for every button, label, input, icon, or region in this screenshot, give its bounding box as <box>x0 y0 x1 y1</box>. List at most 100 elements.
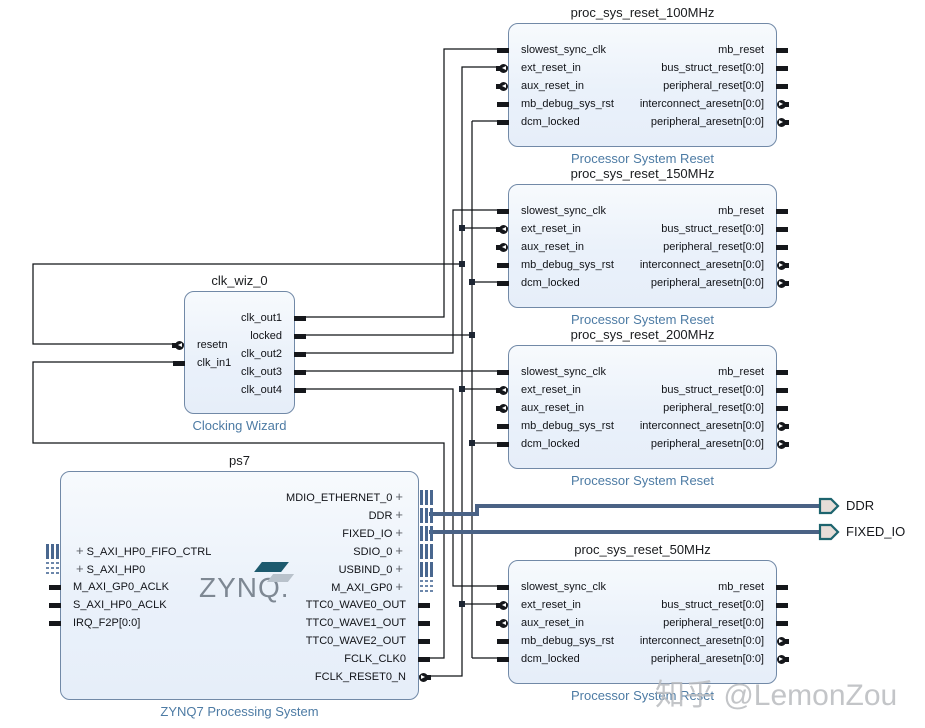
port-slowest-sync-clk[interactable]: slowest_sync_clk <box>497 363 776 381</box>
pin-stub-icon[interactable] <box>497 638 509 644</box>
port-clk-in1[interactable]: clk_in1 <box>173 354 294 372</box>
port-interconnect-aresetn-0-0[interactable]: interconnect_aresetn[0:0] <box>509 417 789 435</box>
external-port-fixed-io-label[interactable]: FIXED_IO <box>846 524 906 539</box>
port-interconnect-aresetn-0-0[interactable]: interconnect_aresetn[0:0] <box>509 95 789 113</box>
port-mb-reset[interactable]: mb_reset <box>509 363 788 381</box>
pin-stub-icon[interactable] <box>776 584 788 590</box>
port-interconnect-aresetn-0-0[interactable]: interconnect_aresetn[0:0] <box>509 256 789 274</box>
port-ext-reset-in[interactable]: ext_reset_in <box>496 59 776 77</box>
pin-stub-icon[interactable] <box>497 208 509 214</box>
pin-stub-icon[interactable] <box>497 441 509 447</box>
port-m-axi-gp0[interactable]: M_AXI_GP0+ <box>61 578 433 596</box>
pin-stub-icon[interactable] <box>776 620 788 626</box>
pin-stub-icon[interactable] <box>173 360 185 366</box>
port-resetn[interactable]: resetn <box>172 336 294 354</box>
pin-bubble-icon[interactable] <box>496 81 508 91</box>
port-clk-out2[interactable]: clk_out2 <box>185 345 306 363</box>
port-interconnect-aresetn-0-0[interactable]: interconnect_aresetn[0:0] <box>509 632 789 650</box>
pin-stub-icon[interactable] <box>776 47 788 53</box>
interface-pin-icon[interactable] <box>420 525 433 541</box>
port-mb-debug-sys-rst[interactable]: mb_debug_sys_rst <box>497 417 776 435</box>
port-aux-reset-in[interactable]: aux_reset_in <box>496 399 776 417</box>
port-aux-reset-in[interactable]: aux_reset_in <box>496 238 776 256</box>
pin-bubble-icon[interactable] <box>496 385 508 395</box>
expand-plus-icon[interactable]: + <box>76 543 84 558</box>
port-bus-struct-reset-0-0[interactable]: bus_struct_reset[0:0] <box>509 220 788 238</box>
pin-stub-icon[interactable] <box>776 602 788 608</box>
port-slowest-sync-clk[interactable]: slowest_sync_clk <box>497 578 776 596</box>
interface-pin-dashed-icon[interactable] <box>46 561 59 577</box>
pin-stub-icon[interactable] <box>418 620 430 626</box>
pin-stub-icon[interactable] <box>418 656 430 662</box>
port-irq-f2p-0-0[interactable]: IRQ_F2P[0:0] <box>49 614 418 632</box>
port-slowest-sync-clk[interactable]: slowest_sync_clk <box>497 41 776 59</box>
pin-bubble-icon[interactable] <box>496 224 508 234</box>
port-ddr[interactable]: DDR+ <box>61 506 433 524</box>
port-ttc0-wave0-out[interactable]: TTC0_WAVE0_OUT <box>61 596 430 614</box>
port-mb-reset[interactable]: mb_reset <box>509 41 788 59</box>
port-peripheral-reset-0-0[interactable]: peripheral_reset[0:0] <box>509 77 788 95</box>
port-clk-out1[interactable]: clk_out1 <box>185 309 306 327</box>
wire-fclk-reset0-n-trunk[interactable] <box>417 66 508 677</box>
pin-stub-icon[interactable] <box>497 119 509 125</box>
port-mb-debug-sys-rst[interactable]: mb_debug_sys_rst <box>497 95 776 113</box>
wire-clk-out4-to-psr50-slowest-sync-clk[interactable] <box>293 388 508 587</box>
expand-plus-icon[interactable]: + <box>395 525 403 540</box>
port-dcm-locked[interactable]: dcm_locked <box>497 113 776 131</box>
pin-stub-icon[interactable] <box>294 333 306 339</box>
expand-plus-icon[interactable]: + <box>395 579 403 594</box>
port-mb-debug-sys-rst[interactable]: mb_debug_sys_rst <box>497 256 776 274</box>
port-usbind-0[interactable]: USBIND_0+ <box>61 560 433 578</box>
pin-bubble-icon[interactable] <box>777 654 789 664</box>
interface-pin-icon[interactable] <box>46 543 59 559</box>
port-mb-debug-sys-rst[interactable]: mb_debug_sys_rst <box>497 632 776 650</box>
wire-clk-out2-to-psr150-slowest-sync-clk[interactable] <box>293 209 508 354</box>
port-dcm-locked[interactable]: dcm_locked <box>497 274 776 292</box>
port-peripheral-reset-0-0[interactable]: peripheral_reset[0:0] <box>509 614 788 632</box>
pin-stub-icon[interactable] <box>49 602 61 608</box>
port-ext-reset-in[interactable]: ext_reset_in <box>496 381 776 399</box>
pin-bubble-icon[interactable] <box>496 403 508 413</box>
pin-stub-icon[interactable] <box>776 83 788 89</box>
pin-stub-icon[interactable] <box>497 656 509 662</box>
port-fclk-reset0-n[interactable]: FCLK_RESET0_N <box>61 668 431 686</box>
interface-pin-icon[interactable] <box>420 507 433 523</box>
port-s-axi-hp0-fifo-ctrl[interactable]: +S_AXI_HP0_FIFO_CTRL <box>46 542 418 560</box>
pin-stub-icon[interactable] <box>776 226 788 232</box>
external-port-ddr-label[interactable]: DDR <box>846 498 875 513</box>
pin-stub-icon[interactable] <box>49 620 61 626</box>
port-s-axi-hp0[interactable]: +S_AXI_HP0 <box>46 560 418 578</box>
pin-bubble-icon[interactable] <box>419 672 431 682</box>
pin-bubble-icon[interactable] <box>777 421 789 431</box>
pin-bubble-icon[interactable] <box>496 618 508 628</box>
external-port-fixed-io-shape[interactable] <box>818 523 840 541</box>
pin-stub-icon[interactable] <box>776 65 788 71</box>
pin-stub-icon[interactable] <box>294 387 306 393</box>
pin-stub-icon[interactable] <box>776 208 788 214</box>
port-peripheral-aresetn-0-0[interactable]: peripheral_aresetn[0:0] <box>509 435 789 453</box>
expand-plus-icon[interactable]: + <box>395 543 403 558</box>
port-aux-reset-in[interactable]: aux_reset_in <box>496 77 776 95</box>
port-locked[interactable]: locked <box>185 327 306 345</box>
interface-pin-dashed-icon[interactable] <box>420 579 433 595</box>
port-ext-reset-in[interactable]: ext_reset_in <box>496 220 776 238</box>
port-peripheral-aresetn-0-0[interactable]: peripheral_aresetn[0:0] <box>509 113 789 131</box>
pin-stub-icon[interactable] <box>497 423 509 429</box>
wire-clk-out1-to-psr100-slowest-sync-clk[interactable] <box>293 48 508 318</box>
port-bus-struct-reset-0-0[interactable]: bus_struct_reset[0:0] <box>509 59 788 77</box>
interface-pin-icon[interactable] <box>420 543 433 559</box>
wire-ddr-bus[interactable] <box>429 504 820 516</box>
port-slowest-sync-clk[interactable]: slowest_sync_clk <box>497 202 776 220</box>
expand-plus-icon[interactable]: + <box>76 561 84 576</box>
pin-stub-icon[interactable] <box>497 369 509 375</box>
port-clk-out3[interactable]: clk_out3 <box>185 363 306 381</box>
port-fixed-io[interactable]: FIXED_IO+ <box>61 524 433 542</box>
port-ttc0-wave2-out[interactable]: TTC0_WAVE2_OUT <box>61 632 430 650</box>
interface-pin-icon[interactable] <box>420 489 433 505</box>
